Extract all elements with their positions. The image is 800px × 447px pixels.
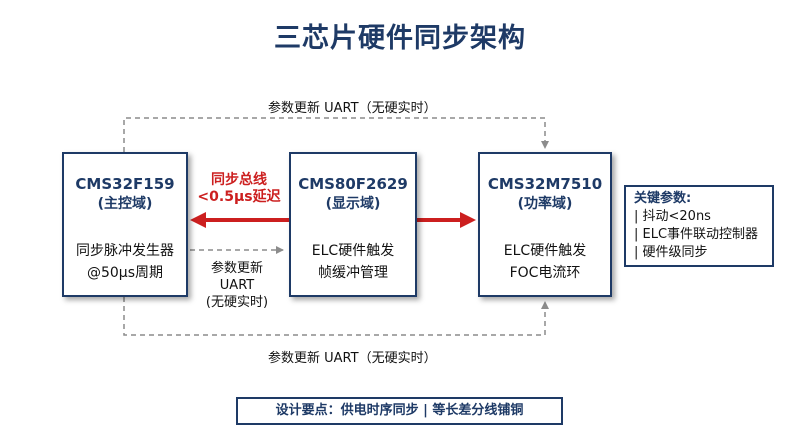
sync-bus-arrow-right [460,212,476,228]
block-role: (功率域) [517,196,573,212]
sync-bus-label-line1: 同步总线 [211,172,267,188]
middle-uart-label: 参数更新 UART (无硬实时) [192,260,282,311]
block-desc-line2: 帧缓冲管理 [318,265,388,281]
block-desc-line2: FOC电流环 [509,265,581,281]
block-desc: 同步脉冲发生器 @50μs周期 [64,240,186,284]
block-role: (显示域) [325,196,381,212]
block-name: CMS80F2629 [298,175,408,193]
bottom-uart-label: 参数更新 UART（无硬实时） [268,351,437,366]
power-block: CMS32M7510 (功率域) ELC硬件触发 FOC电流环 [478,152,612,297]
block-name: CMS32F159 [75,175,175,193]
block-desc-line2: @50μs周期 [86,265,163,281]
block-desc-line1: 同步脉冲发生器 [76,243,174,259]
middle-label-line2: UART [219,278,255,293]
display-block: CMS80F2629 (显示域) ELC硬件触发 帧缓冲管理 [289,152,417,297]
page-title: 三芯片硬件同步架构 [274,23,526,54]
key-param-item: | 硬件级同步 [634,245,708,260]
block-desc-line1: ELC硬件触发 [311,243,395,259]
top-uart-label: 参数更新 UART（无硬实时） [268,101,437,116]
block-desc-line1: ELC硬件触发 [503,243,587,259]
design-note-footer: 设计要点：供电时序同步 | 等长差分线铺铜 [236,397,563,425]
key-params-title: 关键参数: [634,191,692,206]
block-desc: ELC硬件触发 FOC电流环 [480,240,610,284]
key-param-item: | 抖动<20ns [634,209,711,224]
key-param-item: | ELC事件联动控制器 [634,227,759,242]
sync-bus-label-line2: <0.5μs延迟 [197,189,281,205]
block-name: CMS32M7510 [487,175,603,193]
main-control-block: CMS32F159 (主控域) 同步脉冲发生器 @50μs周期 [62,152,188,297]
middle-label-line1: 参数更新 [210,261,263,276]
top-uart-path [123,117,549,152]
middle-label-line3: (无硬实时) [205,295,269,310]
sync-bus-arrow-left [190,212,206,228]
sync-bus-label: 同步总线 <0.5μs延迟 [190,172,288,206]
key-params-box: 关键参数: | 抖动<20ns | ELC事件联动控制器 | 硬件级同步 [624,185,774,267]
bottom-uart-path [123,297,549,336]
block-role: (主控域) [97,196,153,212]
block-desc: ELC硬件触发 帧缓冲管理 [291,240,415,284]
